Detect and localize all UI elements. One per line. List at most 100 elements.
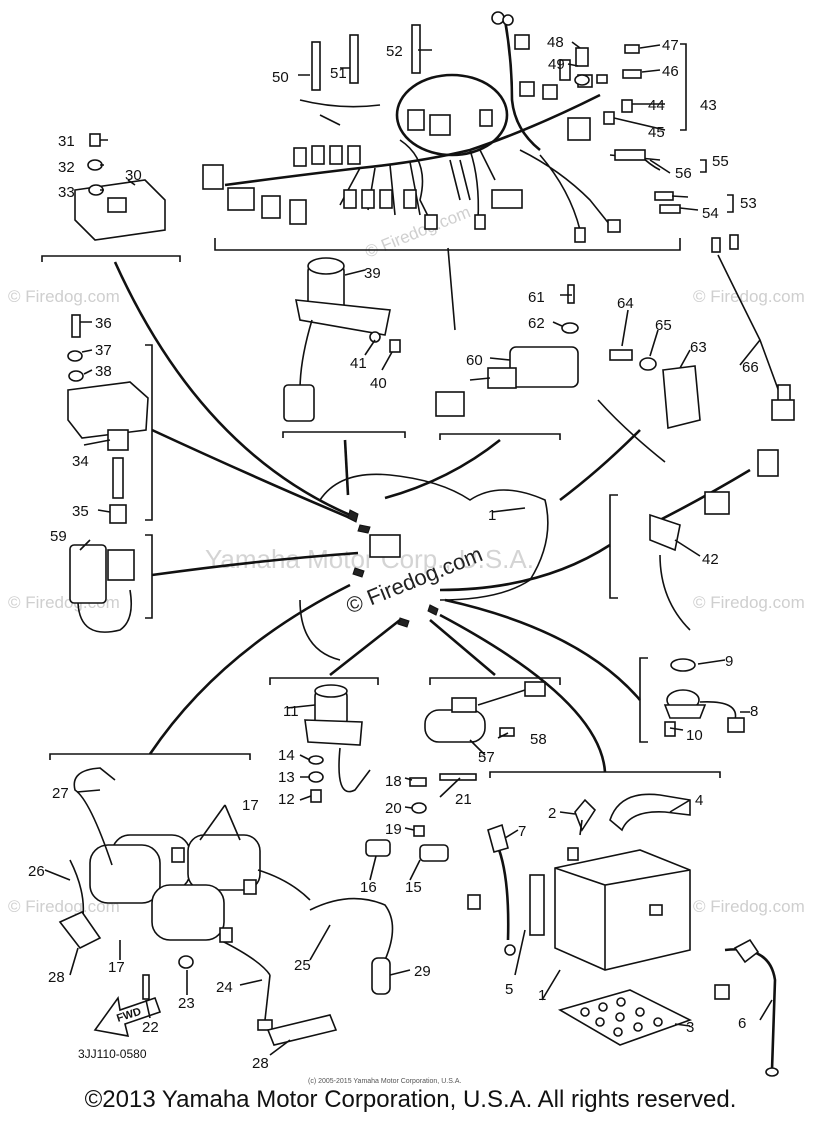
neutral-sensor-42	[649, 449, 779, 631]
copyright-footer: ©2013 Yamaha Motor Corporation, U.S.A. A…	[84, 1086, 737, 1113]
label-22: 22	[142, 1019, 159, 1036]
part-48	[575, 47, 589, 67]
label-13: 13	[278, 769, 295, 786]
label-56: 56	[675, 165, 692, 182]
label-17-lower: 17	[108, 959, 125, 976]
label-4: 4	[695, 792, 703, 809]
label-26: 26	[28, 863, 45, 880]
label-33: 33	[58, 184, 75, 201]
label-15: 15	[405, 879, 422, 896]
watermark-right-mid: © Firedog.com	[693, 593, 805, 612]
label-16: 16	[360, 879, 377, 896]
label-14: 14	[278, 747, 295, 764]
spark-plugs	[365, 773, 477, 862]
label-48: 48	[547, 34, 564, 51]
label-36: 36	[95, 315, 112, 332]
label-54: 54	[702, 205, 719, 222]
label-60: 60	[466, 352, 483, 369]
flasher-60	[435, 284, 579, 417]
watermark-tilted-top: © Firedog.com	[362, 202, 473, 261]
lead-34	[151, 428, 356, 522]
label-53: 53	[740, 195, 757, 212]
sensor-11	[304, 684, 371, 803]
watermark-left-top: © Firedog.com	[8, 287, 120, 306]
bolt-50	[311, 41, 321, 91]
lead-25-29	[309, 897, 394, 995]
watermark-left-bottom: © Firedog.com	[8, 897, 120, 916]
bolt-52	[411, 24, 421, 74]
label-44: 44	[648, 97, 665, 114]
label-8: 8	[750, 703, 758, 720]
label-27: 27	[52, 785, 69, 802]
label-49: 49	[548, 56, 565, 73]
pad-3	[557, 989, 693, 1046]
label-1: 1	[538, 987, 546, 1004]
label-6: 6	[738, 1015, 746, 1032]
wire-66	[711, 234, 795, 421]
label-20: 20	[385, 800, 402, 817]
wire-harness	[202, 11, 681, 243]
label-23: 23	[178, 995, 195, 1012]
label-65: 65	[655, 317, 672, 334]
cdi-unit-30	[74, 133, 166, 241]
battery-1	[554, 847, 691, 971]
label-35: 35	[72, 503, 89, 520]
label-50: 50	[272, 69, 289, 86]
label-66: 66	[742, 359, 759, 376]
small-copyright: (c) 2005-2015 Yamaha Motor Corporation, …	[308, 1078, 461, 1085]
label-62: 62	[528, 315, 545, 332]
label-64: 64	[617, 295, 634, 312]
label-42: 42	[702, 551, 719, 568]
label-12: 12	[278, 791, 295, 808]
battery-band-4	[609, 793, 691, 832]
label-47: 47	[662, 37, 679, 54]
label-52: 52	[386, 43, 403, 60]
relay-59	[69, 544, 135, 633]
label-43: 43	[700, 97, 717, 114]
sensor-8	[663, 658, 745, 737]
part-code: 3JJ110-0580	[78, 1047, 147, 1061]
label-32: 32	[58, 159, 75, 176]
label-45: 45	[648, 124, 665, 141]
part-2	[574, 798, 597, 832]
label-11: 11	[283, 703, 299, 720]
label-30: 30	[125, 167, 142, 184]
label-7: 7	[518, 823, 526, 840]
label-29: 29	[414, 963, 431, 980]
label-31: 31	[58, 133, 75, 150]
label-41: 41	[350, 355, 367, 372]
label-24: 24	[216, 979, 233, 996]
label-61: 61	[528, 289, 545, 306]
cable-6	[714, 938, 779, 1077]
part-23	[178, 955, 194, 969]
label-9: 9	[725, 653, 733, 670]
label-37: 37	[95, 342, 112, 359]
label-19: 19	[385, 821, 402, 838]
label-55: 55	[712, 153, 729, 170]
label-34: 34	[72, 453, 89, 470]
ignition-coils-17	[69, 767, 311, 976]
bolt-22	[142, 974, 150, 1000]
watermark-right-top: © Firedog.com	[693, 287, 805, 306]
fwd-arrow: FWD	[93, 995, 162, 1038]
main-switch-39	[283, 257, 401, 422]
label-2: 2	[548, 805, 556, 822]
label-39: 39	[364, 265, 381, 282]
plug-cap-28a	[58, 910, 102, 950]
label-38: 38	[95, 363, 112, 380]
engine-outline	[299, 473, 549, 661]
cable-7	[467, 823, 516, 956]
label-46: 46	[662, 63, 679, 80]
bolt-51	[349, 34, 359, 84]
regulator-34	[67, 314, 149, 524]
label-57: 57	[478, 749, 495, 766]
label-21: 21	[455, 791, 472, 808]
label-5: 5	[505, 981, 513, 998]
label-25: 25	[294, 957, 311, 974]
watermark-right-bottom: © Firedog.com	[693, 897, 805, 916]
part-49	[574, 74, 590, 86]
label-63: 63	[690, 339, 707, 356]
label-59: 59	[50, 528, 67, 545]
